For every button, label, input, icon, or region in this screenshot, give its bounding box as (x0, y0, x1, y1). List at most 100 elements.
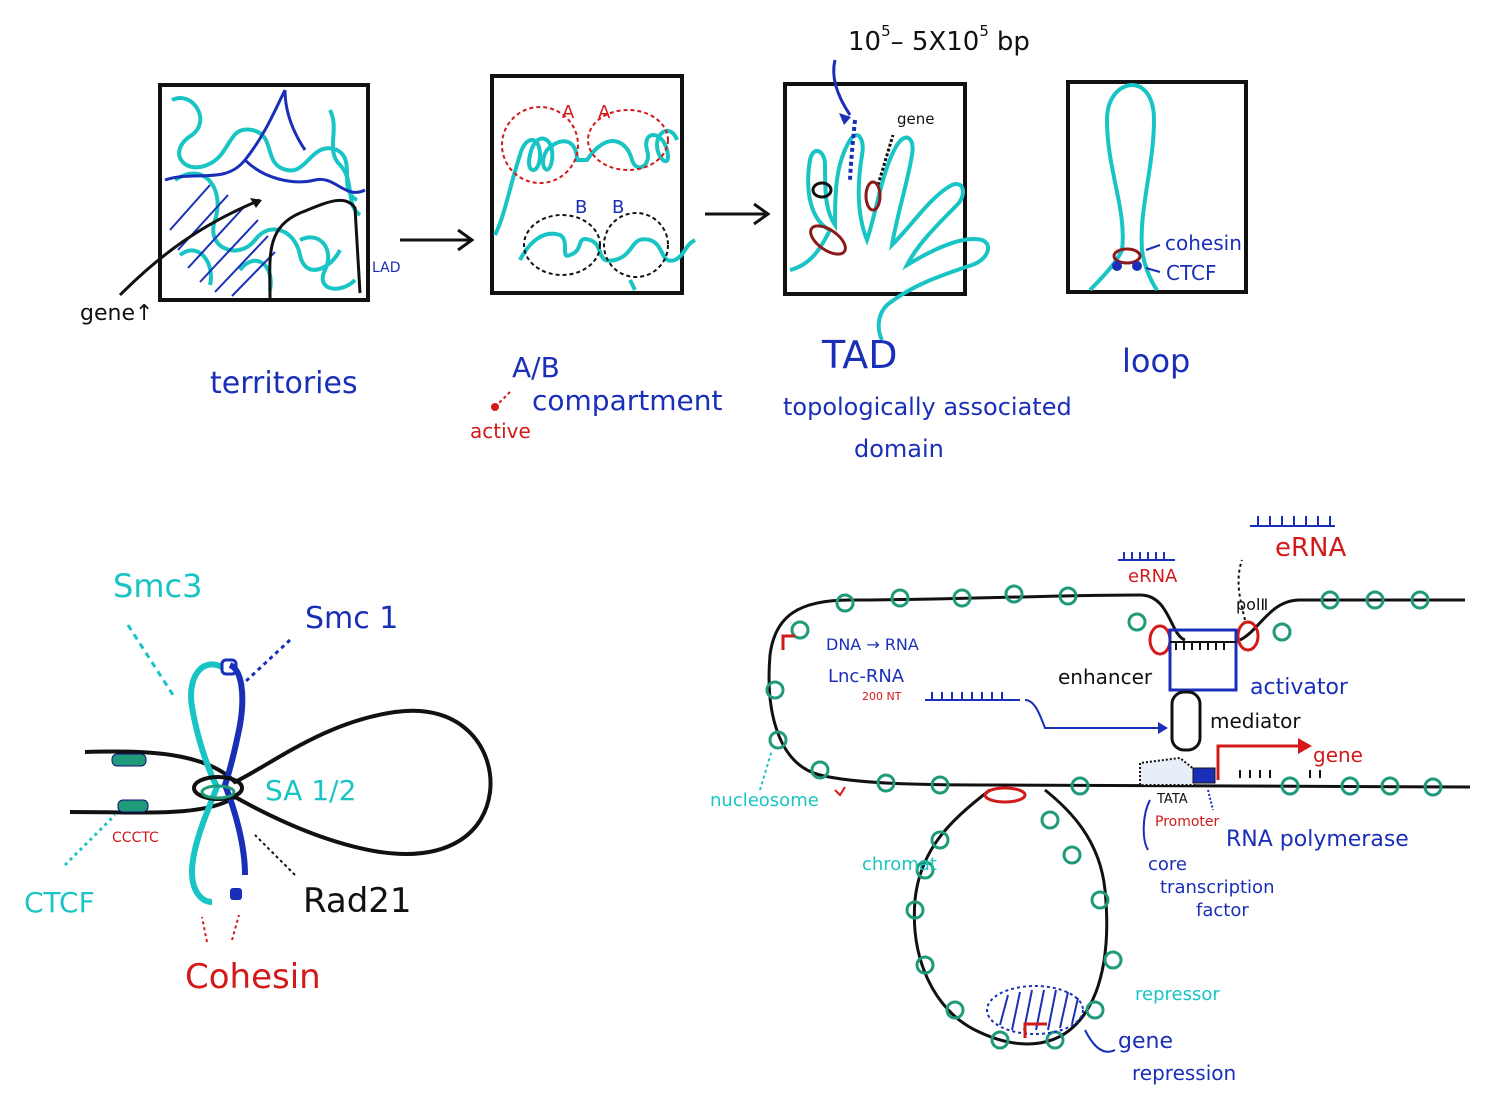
ab-caption-1: A/B (512, 351, 560, 384)
sa-ring-inner (200, 784, 236, 800)
erna-small-ticks (1118, 552, 1175, 561)
loop-box (1066, 80, 1248, 294)
smc1-head-bottom (230, 888, 242, 900)
activator-box (1168, 628, 1238, 692)
rna-polymerase-label: RNA polymerase (1226, 827, 1409, 852)
tad-size-mid: – 5X10 (891, 27, 980, 57)
tad-anchor-2 (864, 180, 882, 212)
tad-box (783, 82, 967, 296)
ab-compartment-panel: A A B B A/B compartment active (470, 74, 722, 443)
ab-b1-circle (523, 214, 601, 276)
gene-arrowhead (1298, 738, 1312, 754)
flow-arrow-2 (705, 202, 771, 226)
tad-size-exp2: 5 (979, 22, 989, 40)
flow-arrow-1 (400, 228, 475, 252)
territories-boundary-blue (164, 89, 366, 194)
tad-gene-label: gene (897, 110, 935, 128)
rad21-label: Rad21 (303, 881, 412, 921)
gene-repression-label-1: gene (1118, 1029, 1173, 1054)
dna-rna-label: DNA → RNA (826, 635, 919, 654)
tad-gene-hatch (876, 134, 895, 186)
cohesin-label: Cohesin (185, 957, 321, 997)
tad-chromatin (789, 133, 991, 341)
tad-dashed-region (848, 119, 857, 181)
tad-cohesin-ring (809, 224, 847, 256)
core-tf-shape (1139, 756, 1196, 786)
mediator-label: mediator (1210, 709, 1301, 733)
core-tf-pointer (1142, 799, 1151, 851)
gene-label: gene (1313, 743, 1363, 767)
territories-lad-label: LAD (372, 260, 400, 276)
ab-a2-label: A (598, 102, 611, 123)
tad-caption-2: domain (854, 435, 944, 463)
rna-polymerase-shape (1192, 767, 1216, 784)
activator-label: activator (1250, 675, 1349, 700)
loop-chromatin (1088, 82, 1159, 292)
enhancer-label: enhancer (1058, 665, 1153, 689)
tad-title: TAD (821, 333, 898, 377)
territories-lad-line (268, 198, 362, 299)
tad-size-exp1: 5 (881, 22, 891, 40)
core-label-3: factor (1196, 900, 1249, 921)
tad-size-base1: 10 (848, 27, 881, 57)
chromatin-label: chromat (862, 854, 937, 875)
chromatin-baseline (999, 783, 1471, 789)
smc1-pointer (243, 638, 292, 684)
mrna-ticks (1239, 770, 1321, 778)
ab-caption-2: compartment (532, 384, 722, 417)
lower-loop-anchor (983, 786, 1027, 804)
territories-gene-label: gene↑ (80, 301, 153, 326)
sa-label: SA 1/2 (265, 774, 356, 807)
tad-caption-1: topologically associated (783, 393, 1072, 421)
tad-size-arrowhead (839, 113, 851, 125)
smc1-arm (221, 662, 248, 876)
territories-chromatin-cyan (171, 96, 362, 291)
territories-gene-arrowhead (250, 198, 262, 208)
ctcf-upper-block (111, 753, 147, 767)
enhancer-left-ring (1148, 624, 1172, 656)
rna-pol-pointer (1207, 789, 1214, 811)
loop-panel: cohesin CTCF loop (1066, 80, 1248, 380)
enhancer-right-ring (1236, 620, 1260, 652)
ctcf-motif-label: CCCTC (112, 830, 159, 846)
chromatin-lower-loop (912, 788, 1109, 1046)
ab-b1-label: B (575, 197, 587, 218)
ctcf-pointer (63, 813, 117, 867)
smc1-head-top (220, 658, 238, 676)
core-label-2: transcription (1160, 877, 1274, 898)
erna-small-label: eRNA (1128, 566, 1178, 587)
loop-cohesin-label: cohesin (1165, 231, 1242, 255)
dna-rna-arrow (781, 634, 795, 650)
territories-caption: territories (210, 366, 358, 401)
loop-cohesin-ring (1112, 247, 1142, 265)
ab-a2-circle (587, 109, 669, 171)
ab-a1-label: A (562, 102, 575, 123)
loop-cohesin-pointer (1145, 244, 1161, 251)
pol-label: polⅡ (1236, 595, 1268, 614)
tata-label: TATA (1156, 792, 1188, 807)
territories-box (158, 83, 370, 302)
lncrna-ticks (925, 692, 1020, 701)
territories-gene-arrow (118, 198, 261, 297)
small-red-arrow (834, 786, 846, 797)
mediator-shape (1170, 690, 1202, 752)
smc1-label: Smc 1 (305, 601, 398, 636)
nucleosome-label: nucleosome (710, 790, 819, 811)
loop-ctcf-label: CTCF (1166, 261, 1216, 285)
chromatin-upper-loop (767, 593, 1465, 787)
gene-start-arrow (1216, 744, 1308, 780)
tad-size-pointer (832, 59, 852, 116)
repressed-gene-arrow (1023, 1022, 1047, 1038)
loop-ctcf-right (1132, 261, 1142, 271)
cohesin-structure-panel: Smc3 Smc 1 SA 1/2 Rad21 Cohesin CTCF CCC… (24, 567, 493, 997)
nt-label: 200 NT (862, 690, 902, 703)
ab-b2-label: B (612, 197, 624, 218)
pol-pointer (1237, 559, 1246, 621)
ab-box (490, 74, 684, 295)
cohesin-pointers (201, 914, 240, 943)
erna-large-ticks (1250, 516, 1335, 527)
ab-chromatin (493, 129, 697, 291)
lncrna-arrow (1024, 699, 1165, 729)
